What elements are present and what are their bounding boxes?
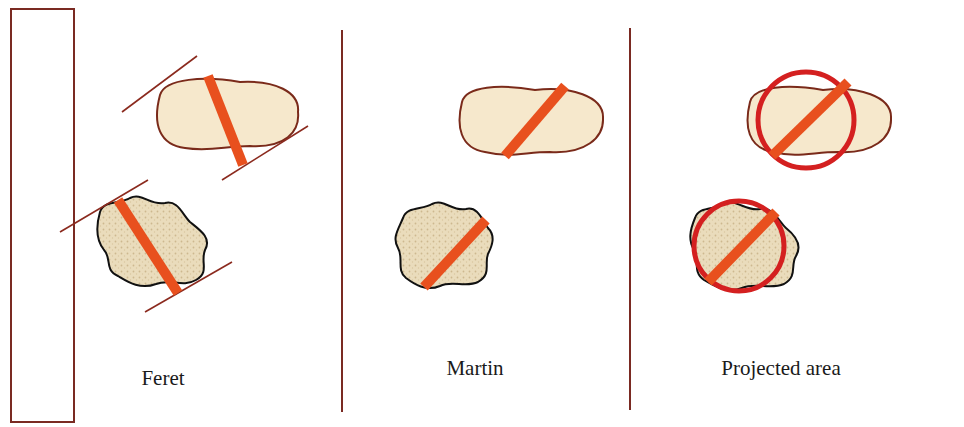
projected-area-particles [690, 72, 891, 291]
panel-label: Feret [141, 366, 184, 391]
divider [629, 28, 631, 410]
panel-label: Martin [446, 356, 503, 381]
feret-particles [60, 56, 308, 312]
panel-label: Projected area [721, 356, 841, 381]
divider [341, 30, 343, 412]
martin-particles [395, 86, 603, 288]
frame-rect [11, 9, 74, 422]
